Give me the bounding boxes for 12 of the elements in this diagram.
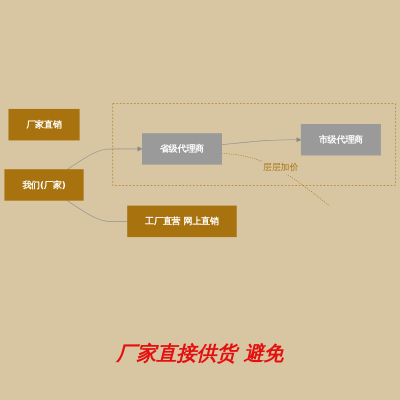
node-box: 省级代理商 [142, 132, 222, 164]
arrow [221, 136, 302, 145]
cluster [112, 103, 396, 186]
edge-label: 层层加价 [262, 162, 298, 172]
node-box: 工厂直营 网上直销 [127, 205, 237, 237]
node-box: 厂家直销 [8, 108, 80, 140]
slogan-text: 厂家直接供货 避免 [114, 340, 285, 367]
node-box: 市级代理商 [300, 124, 381, 156]
arrow [66, 146, 142, 170]
connector [66, 200, 128, 222]
connector [221, 152, 330, 206]
node-box: 我们(厂家) [4, 168, 84, 200]
